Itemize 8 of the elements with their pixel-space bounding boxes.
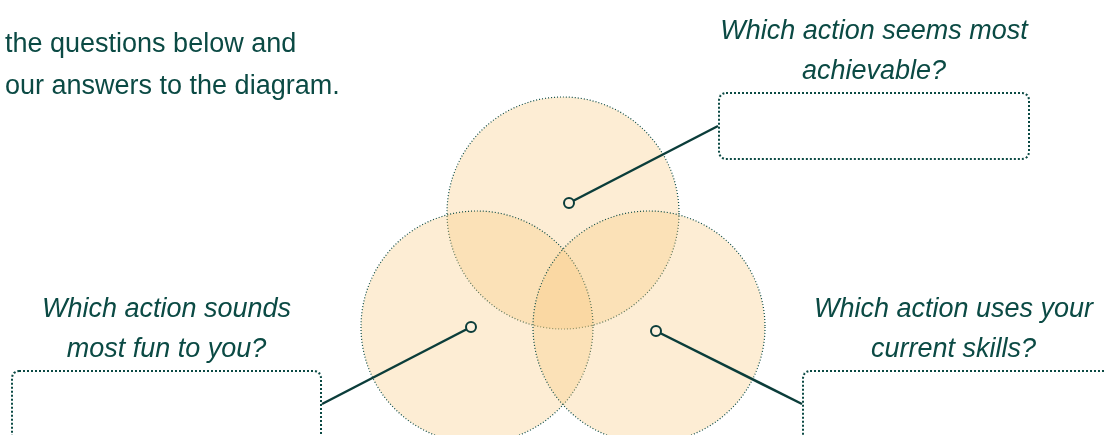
leader-line: [650, 325, 803, 406]
question-text: Which action uses your current skills?: [812, 292, 1095, 365]
leader-line: [563, 124, 719, 209]
instruction-text: the questions below and: [5, 27, 298, 60]
leader-line: [321, 321, 477, 406]
question-text: Which action seems most achievable?: [719, 14, 1030, 87]
question-text: Which action sounds most fun to you?: [40, 292, 293, 365]
instruction-text: our answers to the diagram.: [5, 69, 340, 102]
